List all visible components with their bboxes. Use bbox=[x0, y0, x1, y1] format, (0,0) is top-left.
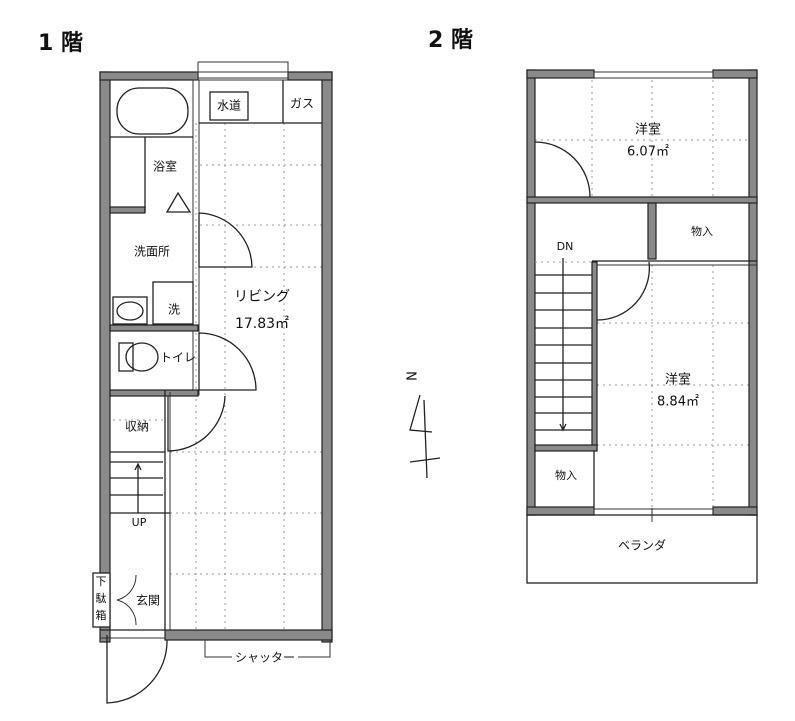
compass-north: N bbox=[406, 371, 421, 381]
toilet-label: トイレ bbox=[160, 351, 196, 365]
down-label: DN bbox=[557, 240, 574, 253]
wall-left-2f bbox=[526, 69, 536, 516]
sink bbox=[112, 296, 148, 325]
floor2-title: 2 階 bbox=[428, 28, 473, 53]
wall-top-right bbox=[287, 71, 333, 81]
room1-door[interactable] bbox=[534, 141, 591, 198]
room2-label: 洋室 bbox=[665, 372, 691, 388]
washer-space bbox=[152, 281, 194, 325]
entry-arrow-icon bbox=[165, 191, 192, 213]
living-label: リビング bbox=[234, 289, 290, 305]
wall-bottom bbox=[164, 629, 333, 641]
stairs-down bbox=[535, 258, 592, 432]
shoe-box bbox=[92, 572, 111, 628]
water-meter bbox=[209, 91, 249, 121]
closet1-label: 物入 bbox=[691, 224, 713, 238]
inner-door[interactable] bbox=[116, 574, 137, 626]
washer-label: 洗 bbox=[168, 303, 180, 317]
arrow-up-icon bbox=[134, 462, 142, 471]
room2-door[interactable] bbox=[596, 261, 650, 321]
washroom-label: 洗面所 bbox=[134, 245, 170, 259]
living-area: 17.83㎡ bbox=[235, 316, 289, 332]
floor2-grid bbox=[535, 80, 750, 507]
closet2-label: 物入 bbox=[555, 468, 577, 482]
window-top bbox=[197, 61, 289, 79]
shoe-box-label-1: 下 bbox=[96, 575, 107, 588]
window-2f-south bbox=[593, 508, 714, 516]
entrance-label: 玄関 bbox=[136, 593, 160, 608]
toilet-door[interactable] bbox=[198, 332, 257, 391]
entrance-door[interactable] bbox=[106, 635, 168, 704]
room1-label: 洋室 bbox=[635, 122, 661, 138]
water-label: 水道 bbox=[217, 99, 241, 113]
compass-arrow-icon bbox=[409, 394, 433, 433]
floor2-plan: 洋室 6.07㎡ 物入 DN 洋室 8.84㎡ 物入 bbox=[526, 69, 758, 584]
window-2f-north bbox=[593, 71, 714, 79]
wall-top-left bbox=[99, 71, 199, 81]
stairs-up bbox=[110, 451, 170, 514]
arrow-down-icon bbox=[559, 423, 567, 432]
wall-right-2f bbox=[748, 69, 758, 516]
room1-area: 6.07㎡ bbox=[627, 145, 669, 160]
room2-area: 8.84㎡ bbox=[657, 395, 699, 410]
storage-door[interactable] bbox=[167, 395, 226, 452]
veranda-label: ベランダ bbox=[618, 538, 666, 553]
wall-right bbox=[321, 71, 333, 643]
floor1-plan: 浴室 水道 ガス 洗面所 洗 トイレ リビング 17.83㎡ 収納 bbox=[92, 61, 333, 704]
floor1-title: 1 階 bbox=[38, 31, 83, 56]
bathtub bbox=[116, 87, 189, 135]
storage-label: 収納 bbox=[125, 420, 149, 434]
toilet-bowl bbox=[125, 342, 159, 372]
gas-label: ガス bbox=[290, 97, 314, 111]
compass: N bbox=[406, 371, 441, 479]
shoe-box-label-2: 駄 bbox=[96, 591, 107, 605]
floor1-grid bbox=[113, 123, 322, 630]
bath-label: 浴室 bbox=[153, 159, 177, 174]
shoe-box-label-3: 箱 bbox=[96, 608, 107, 622]
washroom-door[interactable] bbox=[198, 212, 253, 268]
shutter-label: シャッター bbox=[235, 651, 295, 665]
shutter-bracket bbox=[204, 640, 331, 658]
up-label: UP bbox=[132, 516, 147, 529]
veranda bbox=[526, 514, 758, 584]
wall-left bbox=[99, 71, 111, 643]
